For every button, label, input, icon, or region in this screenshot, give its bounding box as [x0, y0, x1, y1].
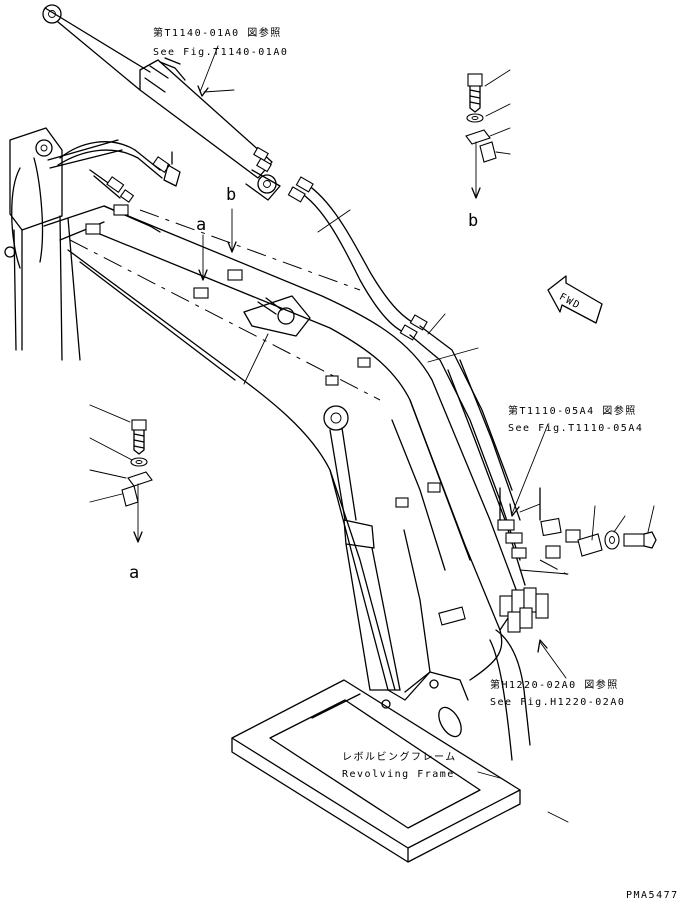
ref-mid-en: See Fig.T1110-05A4	[508, 423, 643, 434]
boom-clamps	[85, 204, 466, 626]
ref-mid-jp: 第T1110-05A4 図参照	[508, 404, 637, 417]
center-lines	[69, 209, 571, 577]
boom-foot-bracket	[4, 127, 123, 361]
boom-body	[43, 205, 526, 701]
drawing-code: PMA5477	[626, 890, 679, 901]
callout-a-left: a	[129, 563, 139, 583]
fwd-arrow	[547, 275, 603, 324]
frame-label-en: Revolving Frame	[342, 769, 455, 780]
arm-cylinder	[323, 405, 401, 691]
bolt-head-icon	[467, 73, 483, 87]
ref-bottom-jp: 第H1220-02A0 図参照	[490, 678, 619, 691]
callout-b-right: b	[468, 211, 478, 231]
callout-a-mid: a	[196, 215, 206, 235]
frame-label-jp: レボルビングフレーム	[342, 750, 457, 763]
upper-hoses	[57, 141, 181, 203]
ref-top-jp: 第T1140-01A0 図参照	[153, 26, 282, 39]
boom-bracket	[243, 295, 311, 337]
exploded-parts-right	[519, 503, 657, 575]
exploded-parts-a	[89, 404, 153, 543]
leader-lines	[197, 45, 569, 823]
boom-cylinder	[42, 4, 281, 201]
lower-fittings	[489, 487, 549, 761]
exploded-parts-b	[465, 69, 511, 199]
ref-bottom-en: See Fig.H1220-02A0	[490, 697, 625, 708]
callout-b-mid: b	[226, 185, 236, 205]
bolt-head-icon	[131, 419, 147, 431]
ref-top-en: See Fig.T1140-01A0	[153, 47, 288, 58]
revolving-frame	[231, 679, 521, 863]
